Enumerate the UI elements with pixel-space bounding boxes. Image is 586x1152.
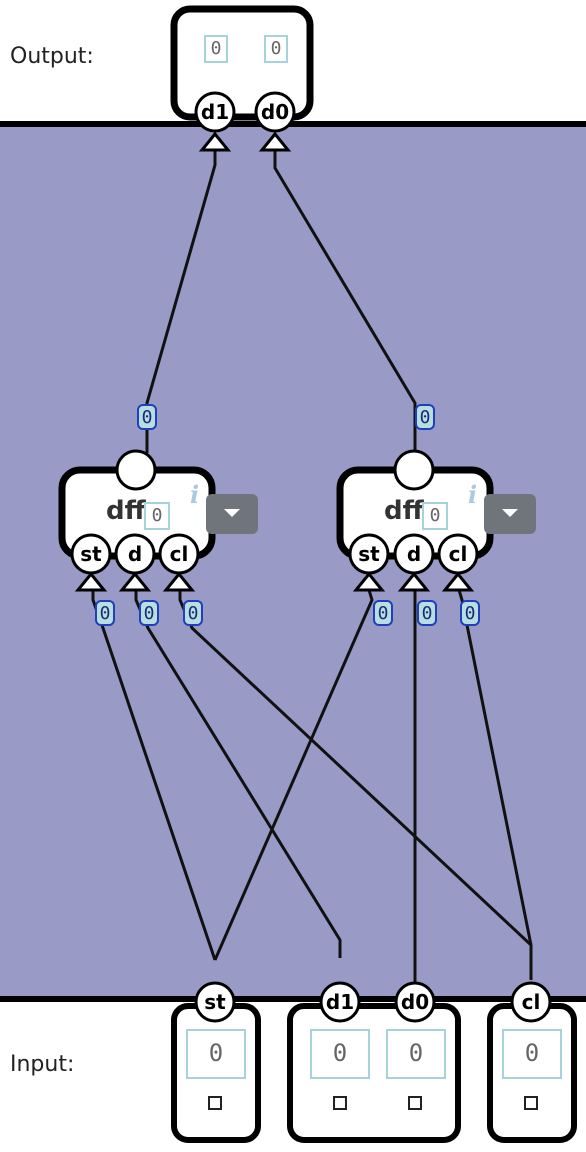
port-g2-st bbox=[348, 533, 390, 575]
wire-st-g2st bbox=[213, 589, 374, 961]
wire-out-d0 bbox=[273, 150, 417, 453]
output-label: Output: bbox=[10, 44, 94, 69]
port-label-g1-cl: cl bbox=[170, 542, 189, 566]
port-out-d0 bbox=[254, 91, 296, 133]
gate-1-output-port bbox=[115, 449, 157, 491]
gate-1-st-wire-value: 0 bbox=[95, 600, 115, 626]
arrow-g1-d bbox=[118, 571, 152, 592]
arrow-g1-cl bbox=[162, 571, 196, 592]
port-label-out-d0: d0 bbox=[261, 100, 289, 124]
port-out-d1 bbox=[194, 91, 236, 133]
gate-2-d-wire-value: 0 bbox=[417, 600, 437, 626]
input-checkbox-d1[interactable] bbox=[333, 1096, 347, 1110]
gate-1-dropdown-button[interactable] bbox=[206, 494, 258, 534]
port-g2-cl bbox=[437, 533, 479, 575]
port-label-g1-st: st bbox=[80, 542, 102, 566]
input-checkbox-d0[interactable] bbox=[408, 1096, 422, 1110]
port-g1-cl bbox=[158, 533, 200, 575]
wire-d1-g1d bbox=[134, 590, 342, 958]
port-in-st bbox=[194, 981, 236, 1023]
gate-1-out-wire-value: 0 bbox=[137, 404, 157, 430]
port-label-out-d1: d1 bbox=[201, 100, 229, 124]
port-label-g2-st: st bbox=[358, 542, 380, 566]
gate-2-value: 0 bbox=[422, 502, 448, 530]
port-g2-d bbox=[393, 533, 435, 575]
input-value-d1[interactable]: 0 bbox=[310, 1029, 370, 1079]
gate-1-info-icon[interactable]: i bbox=[190, 480, 200, 509]
port-label-in-d1: d1 bbox=[326, 990, 354, 1014]
input-checkbox-st[interactable] bbox=[208, 1096, 222, 1110]
port-label-in-st: st bbox=[204, 990, 226, 1014]
input-value-cl[interactable]: 0 bbox=[502, 1029, 562, 1079]
gate-1-name: dff bbox=[106, 496, 146, 526]
gate-2-info-icon[interactable]: i bbox=[468, 480, 478, 509]
port-in-d1 bbox=[319, 981, 361, 1023]
gate-2-name: dff bbox=[384, 496, 424, 526]
input-label: Input: bbox=[10, 1052, 75, 1077]
gate-1-cl-wire-value: 0 bbox=[183, 600, 203, 626]
port-label-g2-d: d bbox=[407, 542, 421, 566]
gate-2-st-wire-value: 0 bbox=[373, 600, 393, 626]
wire-cl-g2cl bbox=[457, 589, 533, 980]
output-value-d1: 0 bbox=[204, 35, 228, 63]
input-checkbox-cl[interactable] bbox=[524, 1096, 538, 1110]
input-value-st[interactable]: 0 bbox=[186, 1029, 246, 1079]
gate-2-dropdown-button[interactable] bbox=[484, 494, 536, 534]
output-value-d0: 0 bbox=[264, 35, 288, 63]
arrow-g2-d bbox=[397, 571, 431, 592]
port-label-g1-d: d bbox=[128, 542, 142, 566]
port-label-in-d0: d0 bbox=[401, 990, 429, 1014]
gate-2-output-port bbox=[393, 449, 435, 491]
gate-1-value: 0 bbox=[144, 502, 170, 530]
arrow-g2-st bbox=[352, 571, 386, 592]
arrow-out-d0 bbox=[258, 131, 292, 152]
gate-1-d-wire-value: 0 bbox=[139, 600, 159, 626]
port-g1-st bbox=[70, 533, 112, 575]
arrow-g1-st bbox=[74, 571, 108, 592]
gate-2-out-wire-value: 0 bbox=[415, 404, 435, 430]
input-value-d0[interactable]: 0 bbox=[386, 1029, 446, 1079]
arrow-out-d1 bbox=[198, 131, 232, 152]
port-label-in-cl: cl bbox=[522, 990, 541, 1014]
gate-2-cl-wire-value: 0 bbox=[460, 600, 480, 626]
port-in-cl bbox=[510, 981, 552, 1023]
port-g1-d bbox=[114, 533, 156, 575]
arrow-g2-cl bbox=[441, 571, 475, 592]
port-label-g2-cl: cl bbox=[449, 542, 468, 566]
port-in-d0 bbox=[394, 981, 436, 1023]
